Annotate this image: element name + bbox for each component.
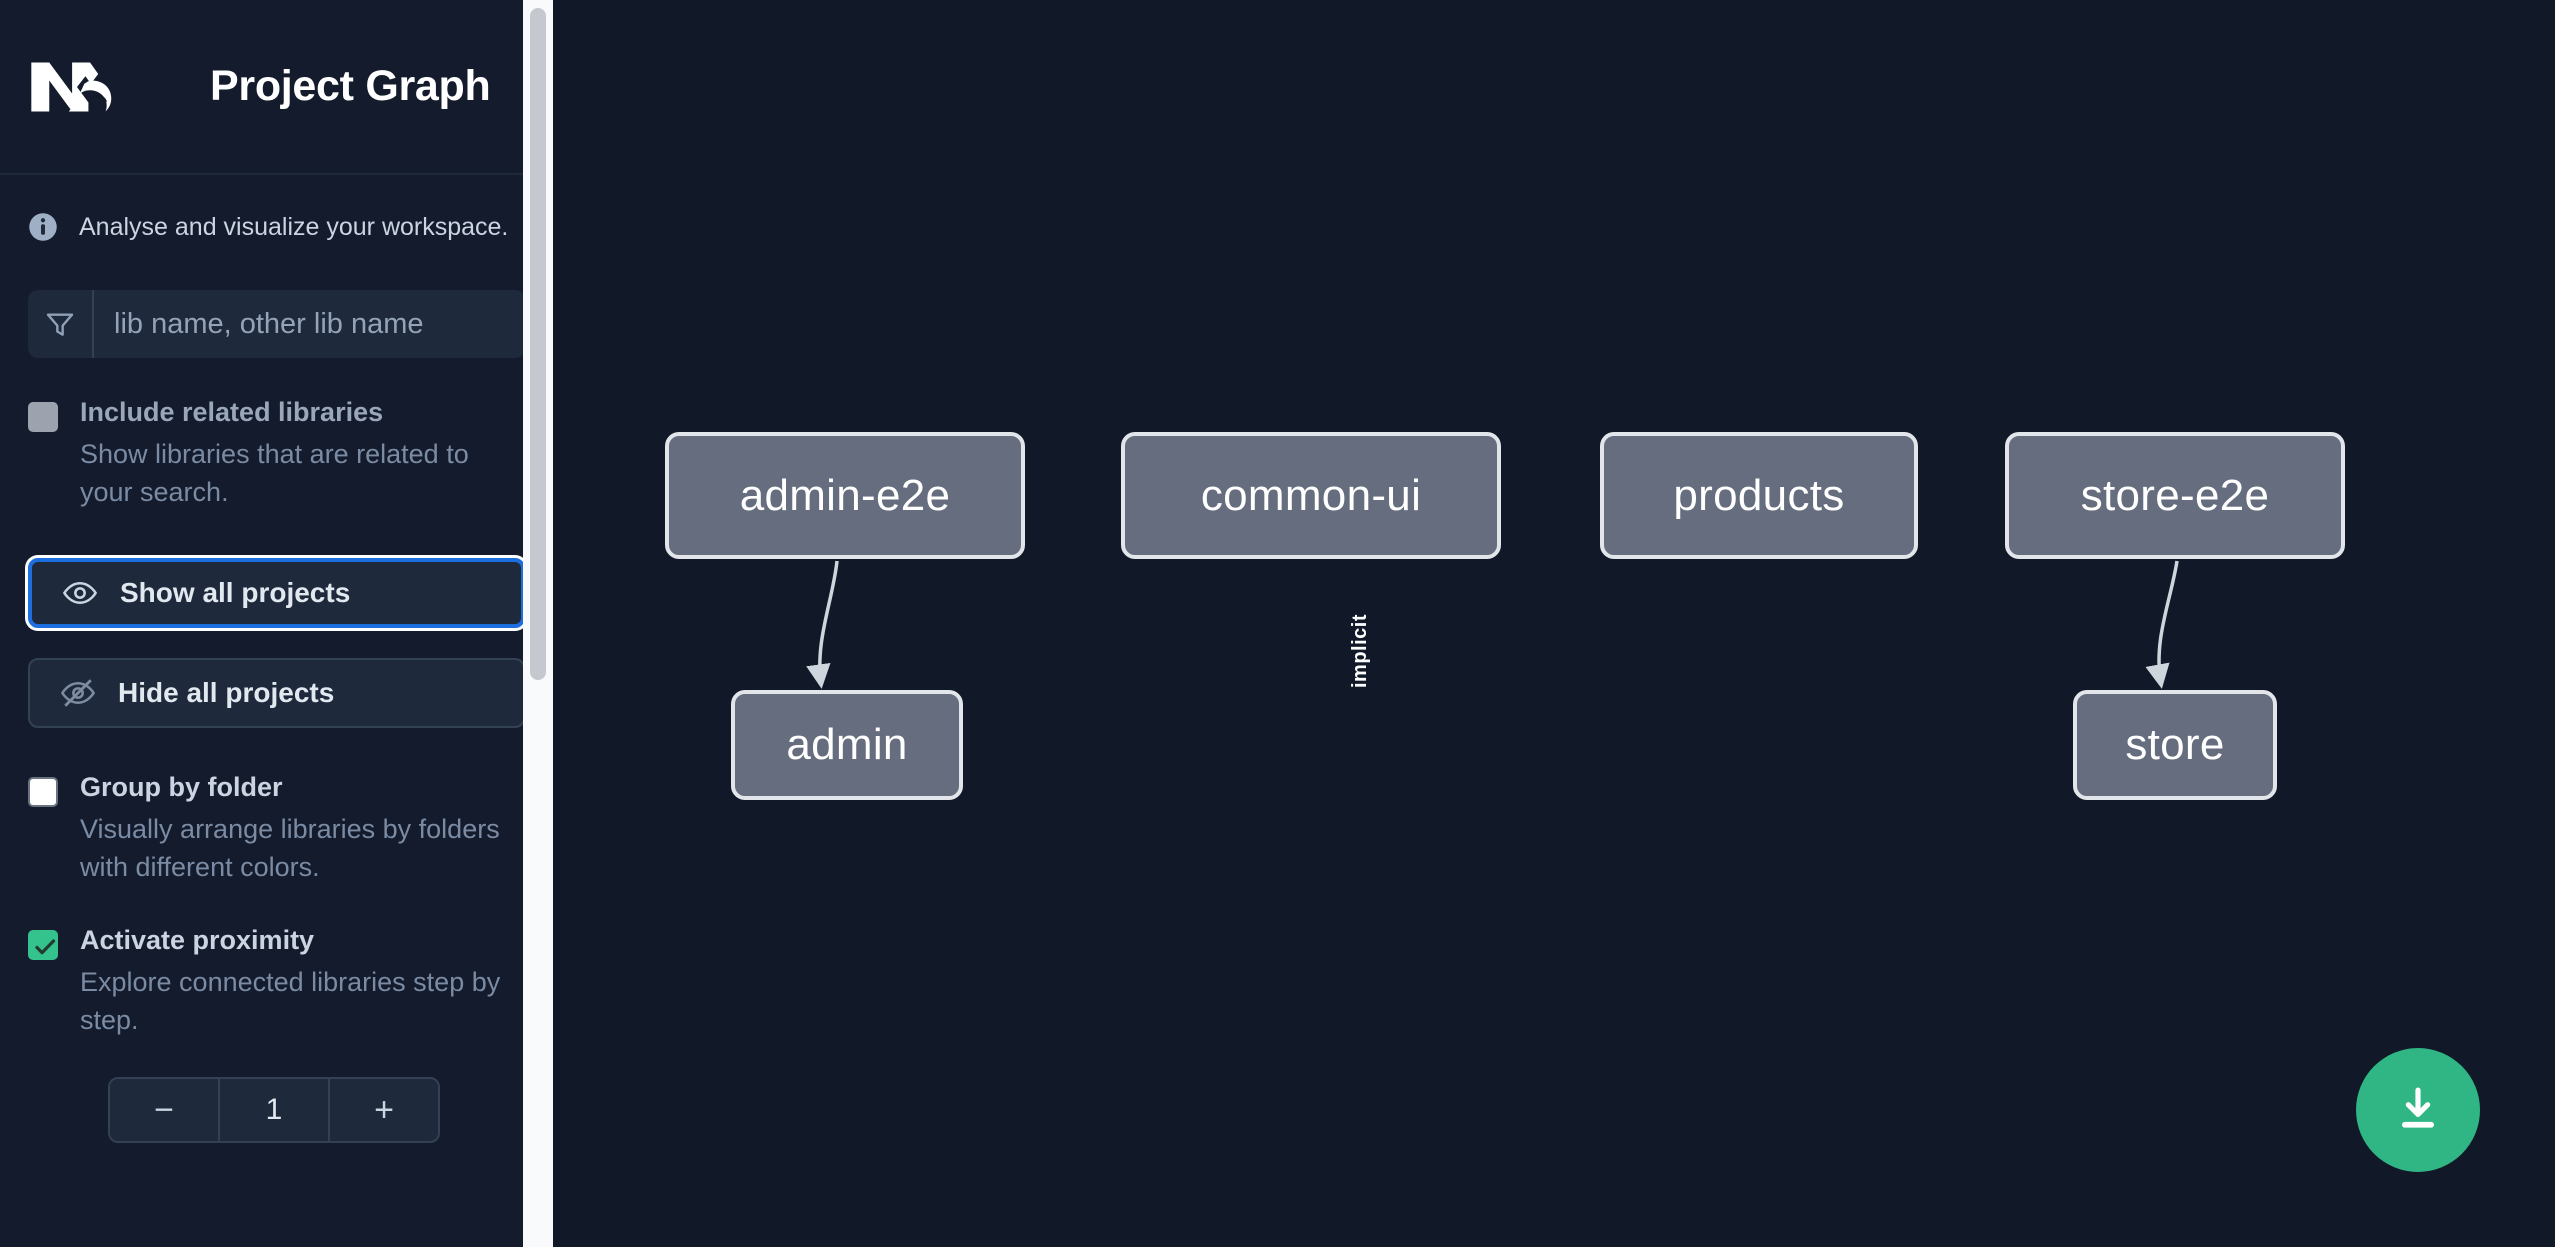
sidebar-info: Analyse and visualize your workspace. (0, 175, 553, 279)
include-related-libraries-text: Include related libraries Show libraries… (80, 396, 520, 511)
option-include-related-libraries[interactable]: Include related libraries Show libraries… (28, 396, 525, 511)
sidebar-body: Include related libraries Show libraries… (0, 290, 553, 1144)
graph-node-store[interactable]: store (2073, 690, 2277, 800)
edge-store-e2e-to-store (2145, 560, 2179, 689)
download-icon (2391, 1082, 2445, 1139)
graph-node-admin[interactable]: admin (731, 690, 963, 800)
proximity-increment-button[interactable]: + (328, 1079, 438, 1142)
option-group-by-folder[interactable]: Group by folder Visually arrange librari… (28, 771, 525, 886)
eye-icon (62, 575, 98, 611)
activate-proximity-label[interactable]: Activate proximity (80, 924, 315, 955)
show-all-projects-label: Show all projects (120, 577, 351, 609)
include-related-libraries-checkbox[interactable] (28, 402, 58, 432)
group-by-folder-label[interactable]: Group by folder (80, 772, 283, 803)
group-by-folder-text: Group by folder Visually arrange librari… (80, 771, 520, 886)
sidebar-header: Project Graph (0, 0, 553, 175)
filter-icon[interactable] (28, 290, 94, 358)
edge-admin-e2e-to-admin (806, 560, 839, 689)
proximity-decrement-button[interactable]: − (110, 1079, 220, 1142)
download-graph-button[interactable] (2356, 1048, 2480, 1172)
graph-node-common-ui[interactable]: common-ui (1121, 432, 1501, 559)
group-by-folder-description: Visually arrange libraries by folders wi… (80, 814, 500, 883)
graph-edges (806, 560, 2179, 689)
sidebar-scroll-area: Project Graph Analyse and visualize yo (0, 0, 553, 1247)
graph-canvas[interactable]: implicit implicit admin-e2e common-ui pr… (553, 0, 2555, 1247)
filter-box[interactable] (28, 290, 525, 358)
proximity-stepper[interactable]: − 1 + (108, 1077, 440, 1144)
checkmark-icon (35, 939, 56, 955)
edge-label-admin: implicit (1349, 613, 1371, 688)
activate-proximity-text: Activate proximity Explore connected lib… (80, 924, 520, 1039)
include-related-libraries-description: Show libraries that are related to your … (80, 438, 469, 508)
sidebar-scrollbar-thumb[interactable] (530, 8, 546, 680)
graph-node-products[interactable]: products (1600, 432, 1918, 559)
sidebar-info-text: Analyse and visualize your workspace. (79, 212, 509, 241)
graph-node-store-e2e[interactable]: store-e2e (2005, 432, 2345, 559)
hide-all-projects-label: Hide all projects (118, 677, 335, 709)
info-icon (28, 212, 58, 242)
option-activate-proximity[interactable]: Activate proximity Explore connected lib… (28, 924, 525, 1039)
graph-node-admin-e2e[interactable]: admin-e2e (665, 432, 1025, 559)
app-title: Project Graph (210, 62, 491, 110)
eye-off-icon (60, 675, 96, 711)
sidebar-scrollbar[interactable] (523, 0, 553, 1247)
show-all-projects-button[interactable]: Show all projects (28, 558, 525, 629)
include-related-libraries-label[interactable]: Include related libraries (80, 397, 384, 427)
activate-proximity-checkbox[interactable] (28, 929, 58, 960)
search-input[interactable] (94, 290, 525, 358)
sidebar: Project Graph Analyse and visualize yo (0, 0, 553, 1247)
hide-all-projects-button[interactable]: Hide all projects (28, 658, 525, 729)
activate-proximity-description: Explore connected libraries step by step… (80, 966, 501, 1035)
proximity-value: 1 (265, 1093, 283, 1127)
nx-logo-icon (28, 56, 126, 118)
group-by-folder-checkbox[interactable] (28, 777, 58, 808)
